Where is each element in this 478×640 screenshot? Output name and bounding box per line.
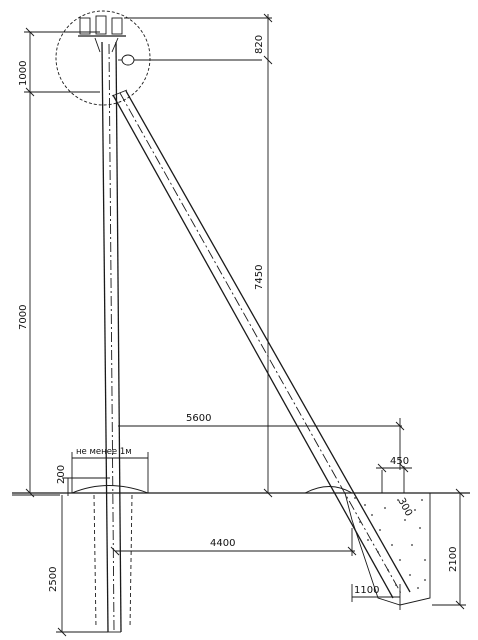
dim-7450-label: 7450 (254, 265, 265, 290)
dimension-lines (24, 13, 466, 637)
pole-pit (93, 494, 133, 629)
dim-7000-label: 7000 (18, 305, 29, 330)
strut-pole (111, 89, 411, 599)
dim-2500-label: 2500 (48, 567, 59, 592)
pole-mound (71, 485, 353, 494)
dim-1000-label: 1000 (18, 61, 29, 86)
dim-2100-label: 2100 (448, 547, 459, 572)
pole-head-detail (55, 10, 262, 106)
dim-820-label: 820 (254, 35, 265, 54)
strut-pit (344, 466, 431, 606)
dim-4400-label: 4400 (210, 538, 235, 549)
dim-450-label: 450 (390, 456, 409, 467)
min-distance-note: не менее 1м (76, 447, 132, 457)
ground-line (12, 492, 470, 496)
side-insulator-icon (118, 54, 262, 66)
dim-1100-label: 1100 (354, 585, 379, 596)
dim-5600-label: 5600 (186, 413, 211, 424)
main-pole (101, 41, 122, 633)
concrete-hatch (354, 497, 426, 589)
dim-200-label: 200 (56, 465, 67, 484)
insulator-icon (78, 15, 126, 53)
dim-300-label: 300 (395, 496, 414, 518)
